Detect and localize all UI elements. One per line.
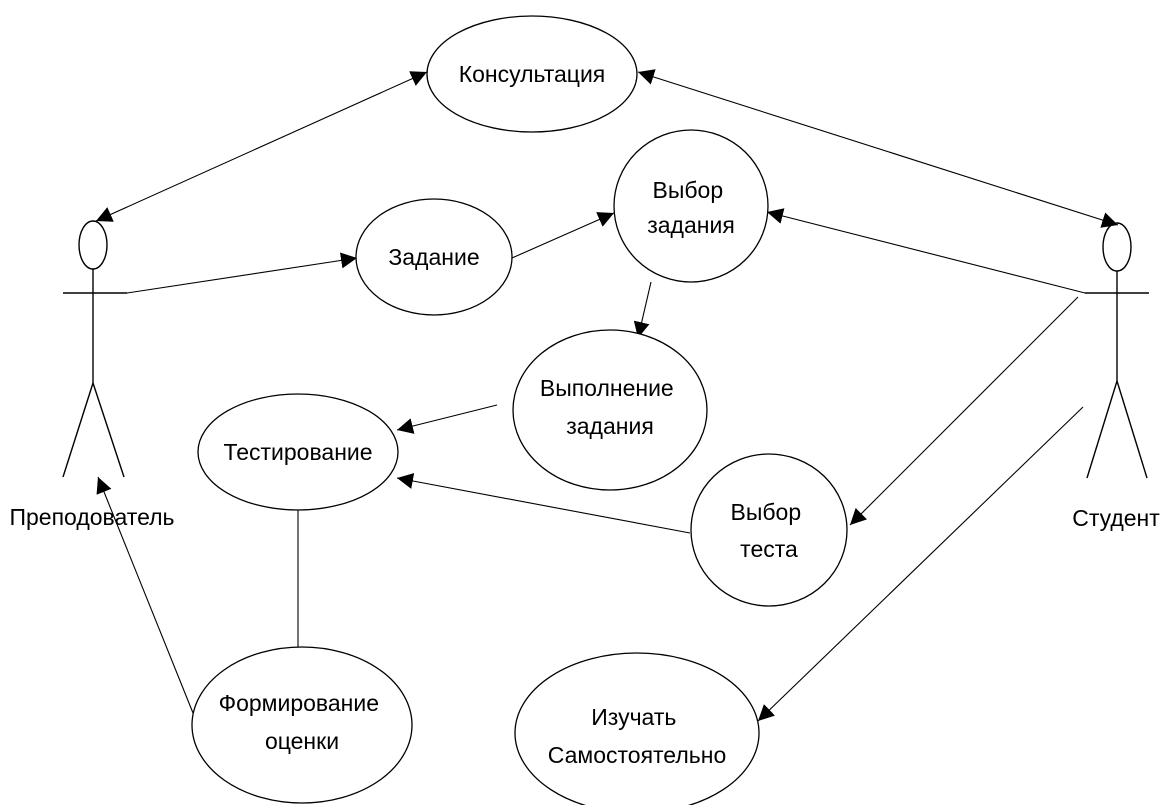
use-case-label-line-2: задания [647,212,735,238]
svg-text:Изучать Самостоятельно: Изучать Самостоятельно [548,704,727,768]
use-case-grading: Формирование оценки [191,646,413,804]
svg-text:Консультация: Консультация [459,61,606,87]
use-case-ellipse [197,393,399,511]
use-case-ellipse [512,329,708,491]
use-case-label-line-1: Формирование [219,690,379,716]
use-case-label-line-2: Самостоятельно [548,742,727,768]
use-case-label: Консультация [459,61,606,87]
use-case-testing: Тестирование [197,393,399,511]
actor-teacher-label: Преподователь [9,504,174,530]
use-case-ellipse [191,646,413,804]
use-case-label: Тестирование [223,439,372,465]
edge-grading-teacher [96,476,194,714]
actor-leg-left [1086,380,1118,479]
actor-teacher: Преподователь [9,220,175,530]
use-case-ellipse [690,453,848,607]
use-case-task-choice: Выбор задания [613,129,769,283]
actor-leg-right [92,382,125,478]
edge-consultation-student [637,69,1119,228]
use-case-ellipse [613,129,769,283]
svg-text:Выполнение задания: Выполнение задания [540,375,680,439]
svg-text:Формирование оценки: Формирование оценки [219,690,386,754]
use-case-label-line-2: задания [566,413,654,439]
use-case-consultation: Консультация [426,15,638,133]
svg-text:Тестирование: Тестирование [223,439,372,465]
actor-head [78,220,108,270]
use-case-label: Задание [388,244,479,270]
edge-execution-testing [396,404,498,434]
edge-testchoice-testing [396,473,691,534]
actor-leg-left [62,382,94,478]
svg-text:Задание: Задание [388,244,479,270]
actor-student: Студент [1072,222,1160,531]
edge-student-selfstudy [757,406,1084,722]
actor-student-label: Студент [1072,505,1160,531]
use-case-ellipse [514,652,760,805]
use-case-label-line-2: оценки [265,728,339,754]
edge-task-taskchoice [511,212,615,259]
use-case-test-choice: Выбор теста [690,453,848,607]
edge-student-taskchoice [766,208,1086,294]
svg-text:Выбор задания: Выбор задания [647,177,735,238]
use-case-label-line-2: теста [740,536,798,562]
use-case-label-line-1: Выбор [730,499,801,525]
connectors [95,69,1119,722]
use-case-ellipse [426,15,638,133]
svg-text:Выбор теста: Выбор теста [730,499,807,562]
use-case-task: Задание [355,198,513,316]
actor-leg-right [1116,380,1148,479]
edge-teacher-task [126,252,358,294]
edge-consultation-teacher [95,71,428,222]
actor-head [1102,222,1132,272]
edge-student-testchoice [849,296,1079,526]
use-case-label-line-1: Выполнение [540,375,674,401]
use-case-label-line-1: Выбор [652,177,723,203]
use-case-task-execution: Выполнение задания [512,329,708,491]
edge-taskchoice-execution [633,281,652,339]
use-case-self-study: Изучать Самостоятельно [514,652,760,805]
use-case-label-line-1: Изучать [591,704,676,730]
use-case-ellipse [355,198,513,316]
